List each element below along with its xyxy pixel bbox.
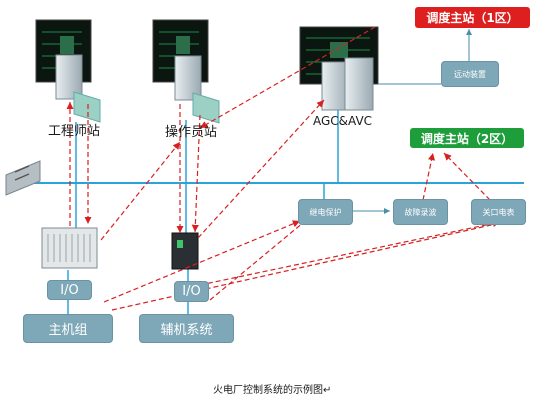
main-unit-controller-icon xyxy=(41,227,98,269)
main-unit-box: 主机组 xyxy=(23,314,113,343)
dispatch-zone1-banner: 调度主站（1区） xyxy=(415,7,530,28)
agc-avc-label: AGC&AVC xyxy=(313,114,373,128)
remote-device-box: 远动装置 xyxy=(441,61,499,87)
engineer-server-icon xyxy=(55,54,101,123)
agc-server-icon xyxy=(321,57,374,111)
aux-system-box: 辅机系统 xyxy=(139,314,234,343)
dispatch-zone2-banner: 调度主站（2区） xyxy=(410,128,524,148)
dashed-links xyxy=(66,26,501,311)
switch-icon xyxy=(5,160,41,196)
engineer-station-label: 工程师站 xyxy=(48,124,101,139)
fault-recording-box: 故障录波 xyxy=(393,199,448,225)
io-left-box: I/O xyxy=(47,280,92,300)
operator-server-icon xyxy=(174,55,220,124)
operator-station-label: 操作员站 xyxy=(165,125,218,140)
figure-caption: 火电厂控制系统的示例图↵ xyxy=(213,385,332,396)
gateway-meter-box: 关口电表 xyxy=(471,199,526,225)
io-right-box: I/O xyxy=(174,281,209,302)
relay-protection-box: 继电保护 xyxy=(298,199,353,225)
aux-controller-icon xyxy=(171,232,199,270)
